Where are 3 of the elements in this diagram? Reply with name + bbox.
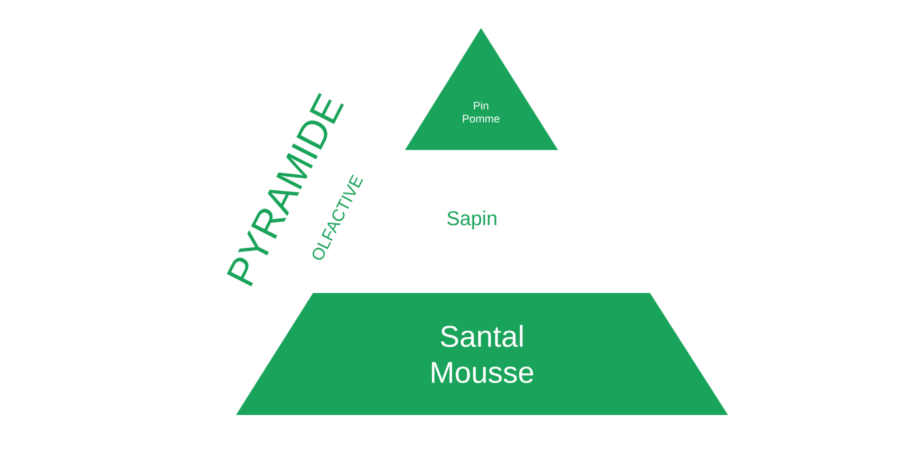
pyramid-base-trapezoid: Santal Mousse (236, 293, 728, 415)
pyramid-top-triangle: Pin Pomme (405, 28, 558, 150)
note-text: Sapin (447, 210, 496, 230)
